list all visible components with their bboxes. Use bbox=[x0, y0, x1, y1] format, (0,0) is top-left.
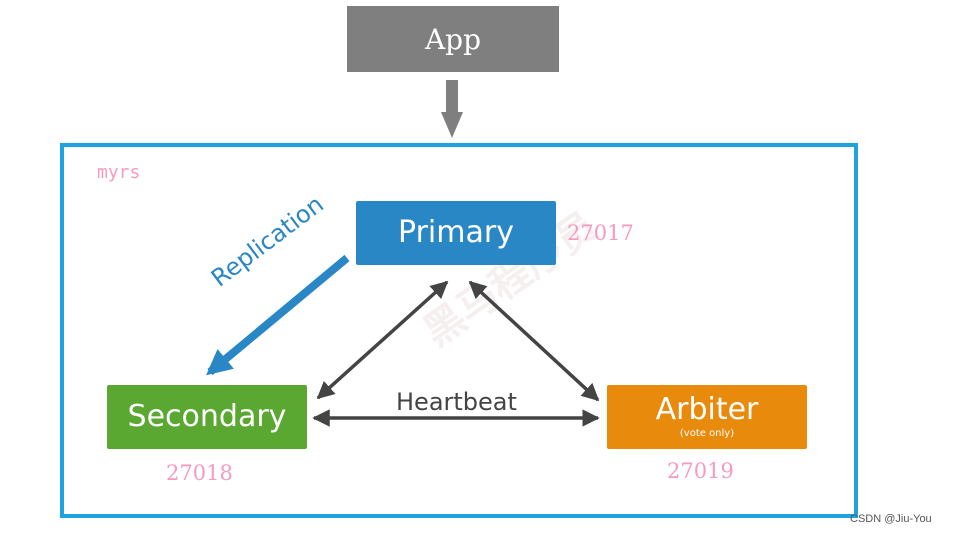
arbiter-node: Arbiter (vote only) bbox=[607, 385, 807, 449]
replica-set-frame bbox=[60, 143, 858, 518]
primary-node: Primary bbox=[356, 201, 556, 265]
secondary-port: 27018 bbox=[166, 461, 233, 485]
replica-set-name: myrs bbox=[97, 162, 141, 183]
credit-text: CSDN @Jiu-You bbox=[850, 513, 932, 525]
secondary-label: Secondary bbox=[127, 399, 287, 434]
app-label: App bbox=[424, 22, 482, 56]
heartbeat-arrow-primary-secondary bbox=[316, 280, 449, 400]
replication-arrow bbox=[206, 254, 350, 376]
heartbeat-arrow-primary-arbiter bbox=[468, 280, 600, 402]
primary-label: Primary bbox=[398, 215, 514, 250]
heartbeat-label: Heartbeat bbox=[396, 388, 517, 416]
primary-port: 27017 bbox=[567, 221, 634, 245]
arbiter-sublabel: (vote only) bbox=[679, 428, 735, 439]
secondary-node: Secondary bbox=[107, 385, 307, 449]
app-to-replset-arrow bbox=[441, 80, 463, 138]
arbiter-port: 27019 bbox=[667, 459, 734, 483]
app-node: App bbox=[347, 6, 559, 72]
arbiter-label: Arbiter bbox=[655, 392, 759, 427]
